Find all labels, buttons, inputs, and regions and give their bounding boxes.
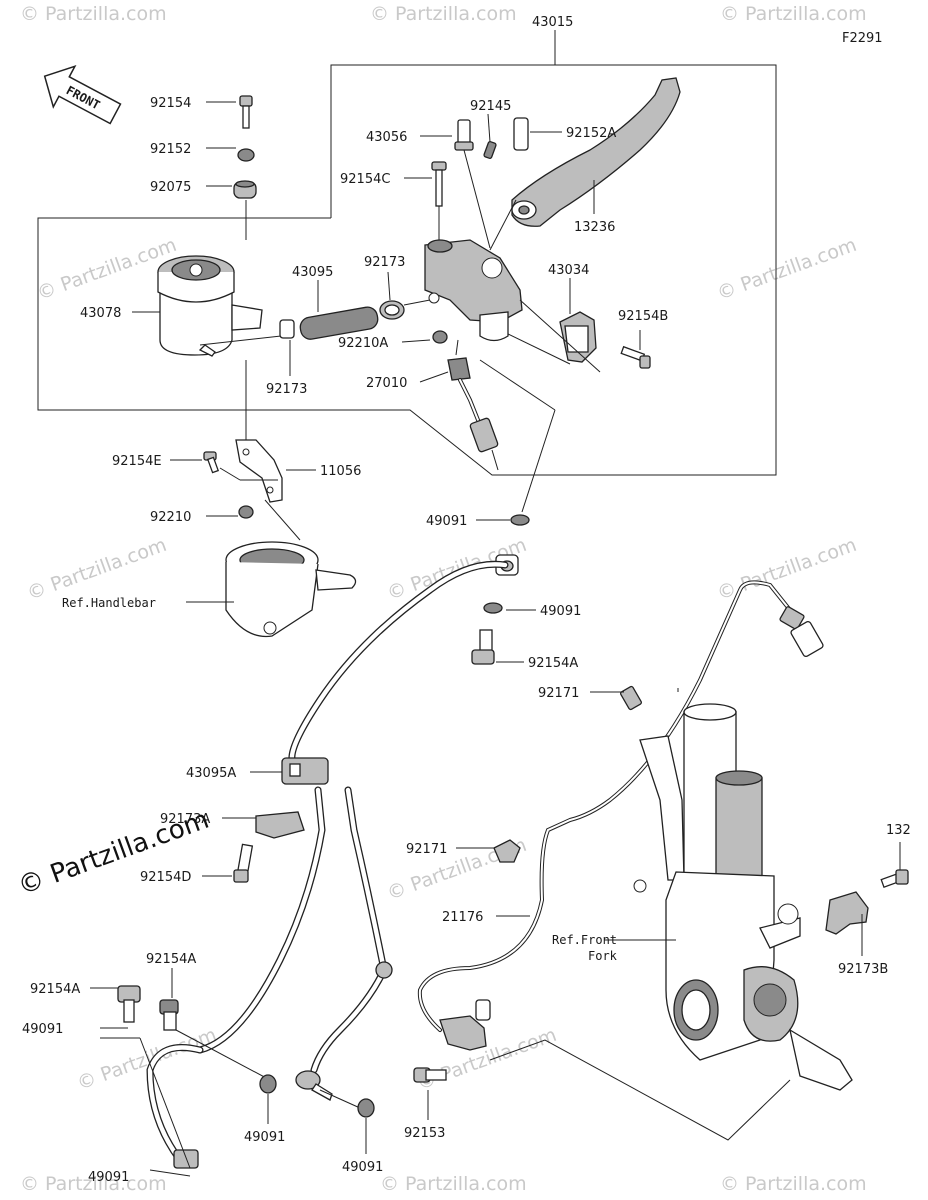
part-label-49091: 49091 bbox=[244, 1130, 285, 1145]
part-label-92154B: 92154B bbox=[618, 309, 668, 324]
pivot-bolt-92154C bbox=[431, 161, 447, 207]
part-label-49091: 49091 bbox=[342, 1160, 383, 1175]
assembly-boundary bbox=[37, 64, 777, 476]
hose-joint-43095A bbox=[281, 757, 329, 785]
bracket-92173A bbox=[255, 811, 305, 839]
part-label-92173A: 92173A bbox=[160, 812, 210, 827]
clamp-92171 bbox=[620, 685, 642, 711]
part-label-92173: 92173 bbox=[364, 255, 405, 270]
part-label-132: 132 bbox=[886, 823, 911, 838]
part-label-43095: 43095 bbox=[292, 265, 333, 280]
washer-49091 bbox=[259, 1074, 277, 1094]
part-label-92171: 92171 bbox=[538, 686, 579, 701]
banjo-bolt-92154A bbox=[159, 999, 179, 1031]
watermark: © Partzilla.com bbox=[370, 3, 517, 25]
bolt-132 bbox=[880, 869, 909, 889]
washer-92152 bbox=[237, 148, 255, 162]
abs-connector bbox=[779, 606, 824, 658]
part-label-49091: 49091 bbox=[22, 1022, 63, 1037]
part-label-27010: 27010 bbox=[366, 376, 407, 391]
grommet-92075 bbox=[233, 180, 257, 199]
part-label-92171: 92171 bbox=[406, 842, 447, 857]
banjo-bolt-92154A bbox=[117, 985, 141, 1023]
bolt-92153 bbox=[413, 1067, 447, 1083]
part-label-92154A: 92154A bbox=[528, 656, 578, 671]
banjo-fitting-left-caliper bbox=[173, 1149, 199, 1169]
bolt-92154B bbox=[620, 345, 651, 369]
part-label-92154A: 92154A bbox=[146, 952, 196, 967]
part-label-11056: 11056 bbox=[320, 464, 361, 479]
nut-92210 bbox=[238, 505, 254, 519]
part-label-92210: 92210 bbox=[150, 510, 191, 525]
part-label-92145: 92145 bbox=[470, 99, 511, 114]
part-label-92152A: 92152A bbox=[566, 126, 616, 141]
part-label-92210A: 92210A bbox=[338, 336, 388, 351]
spring-92145 bbox=[483, 141, 497, 159]
part-label-92154D: 92154D bbox=[140, 870, 191, 885]
reservoir-bracket-11056 bbox=[235, 439, 283, 503]
part-label-92154C: 92154C bbox=[340, 172, 390, 187]
part-label-43078: 43078 bbox=[80, 306, 121, 321]
part-label-13236: 13236 bbox=[574, 220, 615, 235]
hose-fitting-43095 bbox=[279, 306, 379, 340]
figure-code: F2291 bbox=[842, 31, 883, 46]
part-label-92154E: 92154E bbox=[112, 454, 162, 469]
part-label-49091: 49091 bbox=[88, 1170, 129, 1185]
handlebar-clamp-ref bbox=[225, 541, 357, 638]
watermark: © Partzilla.com bbox=[720, 1173, 867, 1195]
watermark: © Partzilla.com bbox=[20, 3, 167, 25]
reservoir-cap-screw bbox=[239, 95, 253, 129]
watermark: © Partzilla.com bbox=[380, 1173, 527, 1195]
part-label-92152: 92152 bbox=[150, 142, 191, 157]
brake-switch-27010 bbox=[447, 357, 499, 471]
ref-front-fork-label: Ref.Front bbox=[552, 933, 617, 947]
bolt-92154E bbox=[203, 451, 220, 474]
part-label-49091: 49091 bbox=[426, 514, 467, 529]
brake-lever-13236 bbox=[511, 77, 681, 227]
abs-sensor-head bbox=[439, 999, 491, 1051]
fitting-43056 bbox=[454, 119, 474, 151]
clamp-92173 bbox=[379, 300, 405, 320]
washer-49091 bbox=[483, 602, 503, 614]
part-label-49091: 49091 bbox=[540, 604, 581, 619]
washer-49091 bbox=[357, 1098, 375, 1118]
nut-92210A bbox=[432, 330, 448, 344]
part-label-21176: 21176 bbox=[442, 910, 483, 925]
pivot-sleeve-92152A bbox=[513, 117, 529, 151]
washer-49091 bbox=[510, 514, 530, 526]
hose-grommet bbox=[375, 961, 393, 979]
clamp-92171 bbox=[493, 839, 521, 863]
sensor-bracket-92173B bbox=[825, 891, 869, 935]
part-label-43056: 43056 bbox=[366, 130, 407, 145]
part-label-92154: 92154 bbox=[150, 96, 191, 111]
part-label-92075: 92075 bbox=[150, 180, 191, 195]
ref-handlebar-label: Ref.Handlebar bbox=[62, 596, 156, 610]
brake-fluid-reservoir bbox=[157, 255, 263, 357]
front-fork-ref bbox=[633, 703, 853, 1091]
ref-front-fork-label: Fork bbox=[588, 949, 618, 963]
part-label-92173: 92173 bbox=[266, 382, 307, 397]
part-label-92154A: 92154A bbox=[30, 982, 80, 997]
master-cylinder bbox=[424, 239, 523, 342]
watermark: © Partzilla.com bbox=[20, 1173, 167, 1195]
watermark: © Partzilla.com bbox=[720, 3, 867, 25]
banjo-fitting-right-caliper bbox=[295, 1070, 333, 1101]
part-label-43034: 43034 bbox=[548, 263, 589, 278]
part-label-43095A: 43095A bbox=[186, 766, 236, 781]
banjo-bolt-92154A bbox=[471, 629, 495, 665]
part-label-43015: 43015 bbox=[532, 15, 573, 30]
bolt-92154D bbox=[233, 843, 254, 883]
part-label-92153: 92153 bbox=[404, 1126, 445, 1141]
part-label-92173B: 92173B bbox=[838, 962, 888, 977]
